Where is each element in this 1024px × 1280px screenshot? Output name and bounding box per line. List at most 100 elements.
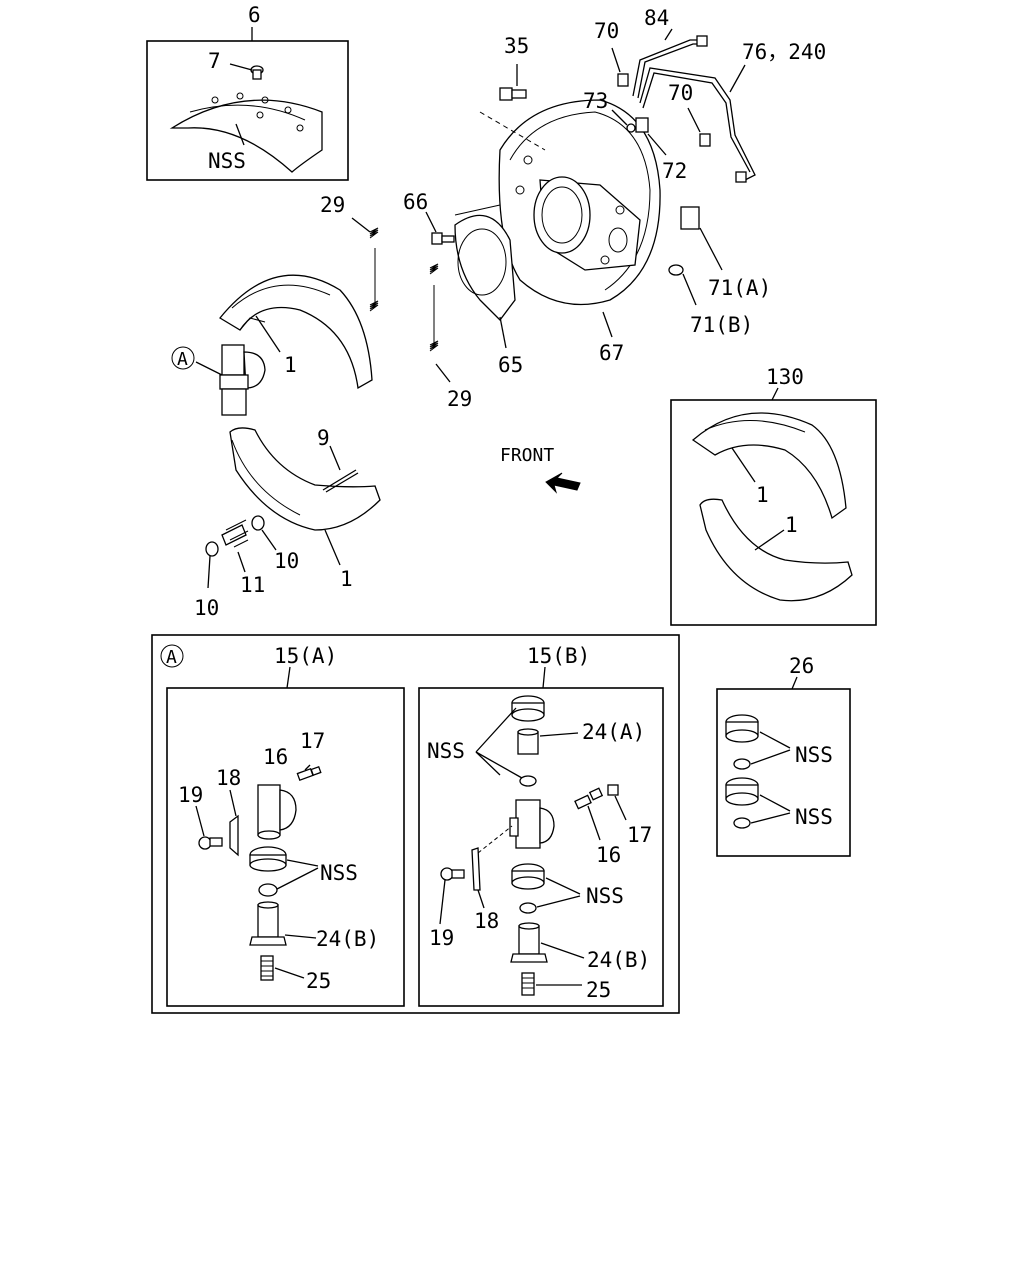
ring-15b-upper [519,775,537,787]
bleeder-15a [296,764,322,781]
label-9: 9 [317,426,330,450]
label-70-lower: 70 [668,81,693,105]
backing-plate [498,99,661,306]
pin-9 [322,445,359,493]
label-nss-lining: NSS [208,149,246,173]
shoe-kit-frame [670,399,877,626]
label-1-upper: 1 [284,353,297,377]
seal-kit-box [716,676,851,857]
label-84: 84 [644,6,669,30]
label-29-upper: 29 [320,193,345,217]
bolt-19b [439,867,465,925]
label-71a: 71(A) [708,276,771,300]
wheel-cylinder [195,344,266,416]
rivet [250,65,264,80]
label-70-upper: 70 [594,19,619,43]
front-arrow [545,472,581,494]
detail-a-box [151,634,680,1014]
adjuster-15a [249,901,317,946]
brake-pipe-84 [632,28,708,99]
brake-shoe-lower [229,427,381,531]
label-10-left: 10 [194,596,219,620]
label-67: 67 [599,341,624,365]
label-73: 73 [583,89,608,113]
ring-15b-lower [519,902,537,914]
brake-shoe-upper [219,274,373,390]
plate-18a [229,789,239,857]
label-15b: 15(B) [527,644,590,668]
label-b-16: 16 [596,843,621,867]
label-10-right: 10 [274,549,299,573]
ring-15a [258,883,278,897]
label-a-19: 19 [178,783,203,807]
seal-kit-frame [716,688,851,857]
label-circle-a: A [177,349,188,370]
cylinder-15b-body [477,799,555,854]
seal-cup-15b-lower [511,863,545,890]
label-1-lower: 1 [340,567,353,591]
lining-kit-frame [146,40,349,181]
label-b-24b: 24(B) [587,948,650,972]
bolt-19a [195,805,223,850]
label-35: 35 [504,34,529,58]
seal-cup-15b-upper [511,695,545,722]
label-71b: 71(B) [690,313,753,337]
label-7: 7 [208,49,221,73]
label-b-17: 17 [627,823,652,847]
label-a-18: 18 [216,766,241,790]
label-6: 6 [248,3,261,27]
label-1-kit-lower: 1 [785,513,798,537]
label-b-25: 25 [586,978,611,1002]
label-1-kit-upper: 1 [756,483,769,507]
label-b-24a: 24(A) [582,720,645,744]
label-72: 72 [662,159,687,183]
spring-29-lower [429,263,451,383]
adjuster-15b [510,922,585,963]
label-a-24b: 24(B) [316,927,379,951]
clip-70-lower [687,107,711,147]
seal-cup-15a [249,846,287,872]
wheel-cylinder-15a-frame [166,687,405,1007]
washer-10-left [205,541,219,589]
union-73 [611,109,636,133]
label-b-nss-upper: NSS [427,739,465,763]
bleeder-15b [574,784,619,810]
callout-labels: 6 7 NSS 35 70 84 76，240 73 70 72 66 29 7… [166,3,833,1002]
label-11: 11 [240,573,265,597]
screw-25b [521,972,582,996]
grommet-71b [668,264,697,306]
piston-24a [517,728,579,755]
shoe-kit-box [670,387,877,626]
screw-25a [260,955,305,981]
label-a-17: 17 [300,729,325,753]
lining-kit-box [146,27,349,181]
label-k-nss-lower: NSS [795,805,833,829]
label-76-240: 76，240 [742,40,826,64]
brake-lining [169,92,323,173]
label-65: 65 [498,353,523,377]
bolt-35 [479,64,546,151]
bolt-66 [425,211,455,245]
label-b-18: 18 [474,909,499,933]
label-a-nss: NSS [320,861,358,885]
clip-70-upper [611,47,629,87]
wheel-cylinder-15b-frame [418,687,664,1007]
label-66: 66 [403,190,428,214]
nut-72 [635,117,667,156]
cylinder-15a-body [257,784,297,840]
label-130: 130 [766,365,804,389]
label-detail-a: A [166,647,177,668]
plate-18b [471,847,485,909]
brake-pipe-76 [639,64,756,183]
detail-a-marker [160,644,184,668]
spring-11 [221,519,249,573]
label-k-nss-upper: NSS [795,743,833,767]
label-29-lower: 29 [447,387,472,411]
spring-29-upper [351,217,379,312]
label-b-nss-lower: NSS [586,884,624,908]
label-a-25: 25 [306,969,331,993]
detail-a-frame [151,634,680,1014]
marker-a [171,346,195,370]
washer-10-right [251,515,277,551]
